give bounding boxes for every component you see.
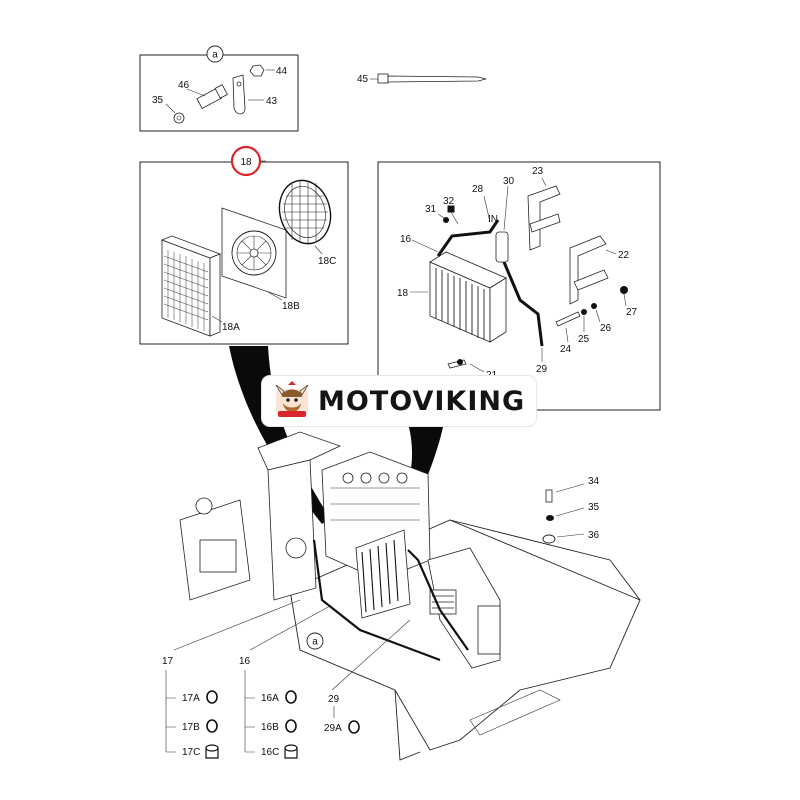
fan-guard-part-18c <box>278 179 332 255</box>
label-16a: 16A <box>261 693 279 704</box>
washer-part-25 <box>581 309 587 315</box>
label-22: 22 <box>618 250 630 261</box>
label-43: 43 <box>266 96 278 107</box>
hose-part-29 <box>502 261 544 347</box>
label-34: 34 <box>588 476 600 487</box>
callout-18-tag: 18 <box>240 157 252 168</box>
label-17: 17 <box>162 656 174 667</box>
viking-logo-icon <box>275 381 309 417</box>
label-16-machine: 16 <box>239 656 251 667</box>
label-in: IN <box>488 214 498 225</box>
label-45: 45 <box>357 74 369 85</box>
label-29-detail: 29 <box>536 364 548 375</box>
label-28: 28 <box>472 184 484 195</box>
bolt-part-46 <box>196 84 228 110</box>
radiator-detail-panel: 23 28 30 32 31 IN 16 22 18 27 26 25 24 2… <box>377 161 661 411</box>
label-17b: 17B <box>182 722 200 733</box>
label-31: 31 <box>425 204 437 215</box>
nut-part-44 <box>249 64 265 77</box>
label-44: 44 <box>276 66 288 77</box>
label-27: 27 <box>626 307 638 318</box>
label-35: 35 <box>152 95 164 106</box>
label-21: 21 <box>486 370 498 381</box>
detail-a-tag-circle <box>206 45 224 63</box>
filter-part-30 <box>495 185 509 263</box>
label-23: 23 <box>532 166 544 177</box>
label-26: 26 <box>600 323 612 334</box>
fan-shroud-part-18b <box>221 207 287 301</box>
nut-part-26 <box>591 303 597 309</box>
nut-part-27 <box>620 286 628 294</box>
clamp-part-43 <box>232 74 246 115</box>
oring-16b-icon <box>285 719 297 733</box>
bolt-part-32 <box>447 205 459 225</box>
radiator-part-18 <box>410 251 507 343</box>
oring-list-17: 17A 17B 17C <box>165 670 219 759</box>
washer-part-36 <box>542 534 556 544</box>
oring-list-16: 16A 16B 16C <box>244 670 298 759</box>
oring-list-29: 29A <box>324 706 360 734</box>
label-16-detail: 16 <box>400 234 412 245</box>
machine-view: a 34 35 36 17 16 29 17A 17B 17C <box>162 431 641 761</box>
oring-17b-icon <box>206 719 218 733</box>
bolt-part-21 <box>447 359 485 373</box>
bracket-part-22 <box>569 235 617 305</box>
label-17a: 17A <box>182 693 200 704</box>
bolt-part-24 <box>555 311 581 343</box>
brand-watermark: MOTOVIKING <box>262 376 536 426</box>
hose-part-16 <box>436 219 500 257</box>
label-18c: 18C <box>318 256 336 267</box>
label-30: 30 <box>503 176 515 187</box>
label-29-machine: 29 <box>328 694 340 705</box>
bolt-part-34 <box>545 489 553 503</box>
label-24: 24 <box>560 344 572 355</box>
cable-tie-part-45: 45 <box>357 73 487 85</box>
oring-16a-icon <box>285 690 297 704</box>
fan-detail-panel: 18 <box>139 145 349 345</box>
bracket-part-23 <box>527 177 561 251</box>
label-25: 25 <box>578 334 590 345</box>
oring-29a-icon <box>348 720 360 734</box>
detail-a-tag: a <box>212 50 218 61</box>
label-32: 32 <box>443 196 455 207</box>
brand-name: MOTOVIKING <box>318 385 526 417</box>
washer-part-31 <box>437 213 449 223</box>
radiator-core-part-18a <box>160 235 223 337</box>
label-16b: 16B <box>261 722 279 733</box>
nut-part-35 <box>546 515 554 521</box>
label-36: 36 <box>588 530 600 541</box>
label-18b: 18B <box>282 301 300 312</box>
label-35-machine: 35 <box>588 502 600 513</box>
detail-a-panel: a 46 44 43 35 <box>139 45 299 132</box>
label-29a: 29A <box>324 723 342 734</box>
label-17c: 17C <box>182 747 200 758</box>
machine-tag-circle <box>306 632 324 650</box>
label-18-detail: 18 <box>397 288 409 299</box>
oring-17a-icon <box>206 690 218 704</box>
machine-tag: a <box>312 637 318 648</box>
label-18a: 18A <box>222 322 240 333</box>
label-46: 46 <box>178 80 190 91</box>
label-16c: 16C <box>261 747 279 758</box>
